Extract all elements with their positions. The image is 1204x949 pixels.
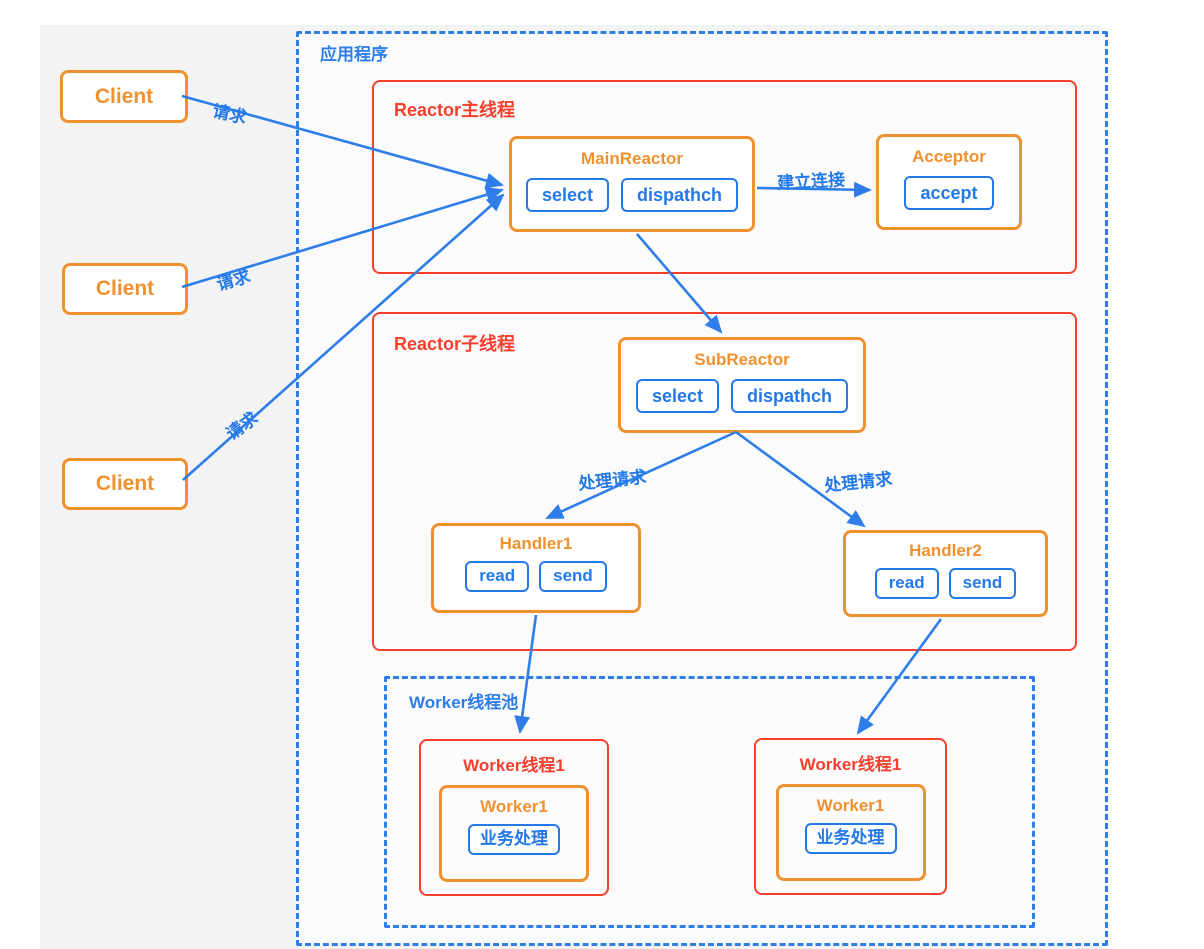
- sub-reactor-title: SubReactor: [694, 350, 790, 369]
- sub-reactor-buttons: select dispathch: [635, 379, 849, 414]
- business-process-button: 业务处理: [804, 823, 897, 854]
- client1-node: Client: [60, 70, 188, 123]
- select-button: select: [525, 178, 610, 213]
- worker-thread1-title: Worker线程1: [463, 756, 565, 775]
- handler1-node: Handler1 read send: [431, 523, 641, 613]
- dispatch-button: dispathch: [621, 178, 739, 213]
- worker1-title: Worker1: [480, 797, 548, 816]
- establish-connection-label: 建立连接: [776, 170, 846, 193]
- acceptor-title: Acceptor: [912, 147, 986, 166]
- worker-pool-title: Worker线程池: [409, 693, 519, 712]
- read-button: read: [465, 561, 530, 592]
- handler2-node: Handler2 read send: [843, 530, 1048, 617]
- acceptor-node: Acceptor accept: [876, 134, 1022, 230]
- dispatch-button: dispathch: [731, 379, 849, 414]
- worker-pool-container: [384, 676, 1035, 928]
- sub-reactor-node: SubReactor select dispathch: [618, 337, 866, 433]
- send-button: send: [948, 568, 1017, 599]
- client2-node: Client: [62, 263, 188, 315]
- client3-node: Client: [62, 458, 188, 510]
- reactor-sub-thread-container: [372, 312, 1077, 651]
- worker-thread2-title: Worker线程1: [799, 755, 902, 774]
- worker-thread1-node: Worker线程1 Worker1 业务处理: [419, 739, 609, 896]
- main-reactor-node: MainReactor select dispathch: [509, 136, 755, 232]
- acceptor-buttons: accept: [904, 176, 994, 211]
- accept-button: accept: [904, 176, 994, 211]
- worker2-title: Worker1: [816, 796, 885, 815]
- main-reactor-title: MainReactor: [580, 149, 684, 168]
- business-process-button: 业务处理: [468, 824, 560, 855]
- worker-thread2-node: Worker线程1 Worker1 业务处理: [754, 738, 947, 895]
- main-reactor-buttons: select dispathch: [525, 178, 739, 213]
- handler2-buttons: read send: [874, 568, 1017, 599]
- read-button: read: [874, 568, 939, 599]
- application-title: 应用程序: [320, 45, 388, 64]
- handler2-title: Handler2: [909, 541, 982, 560]
- worker1-node: Worker1 业务处理: [439, 785, 589, 882]
- worker2-node: Worker1 业务处理: [775, 784, 926, 881]
- reactor-sub-thread-title: Reactor子线程: [394, 334, 516, 354]
- handler1-buttons: read send: [465, 561, 607, 592]
- handler1-title: Handler1: [499, 534, 573, 553]
- select-button: select: [635, 379, 720, 414]
- reactor-main-thread-title: Reactor主线程: [394, 100, 516, 120]
- send-button: send: [539, 561, 607, 592]
